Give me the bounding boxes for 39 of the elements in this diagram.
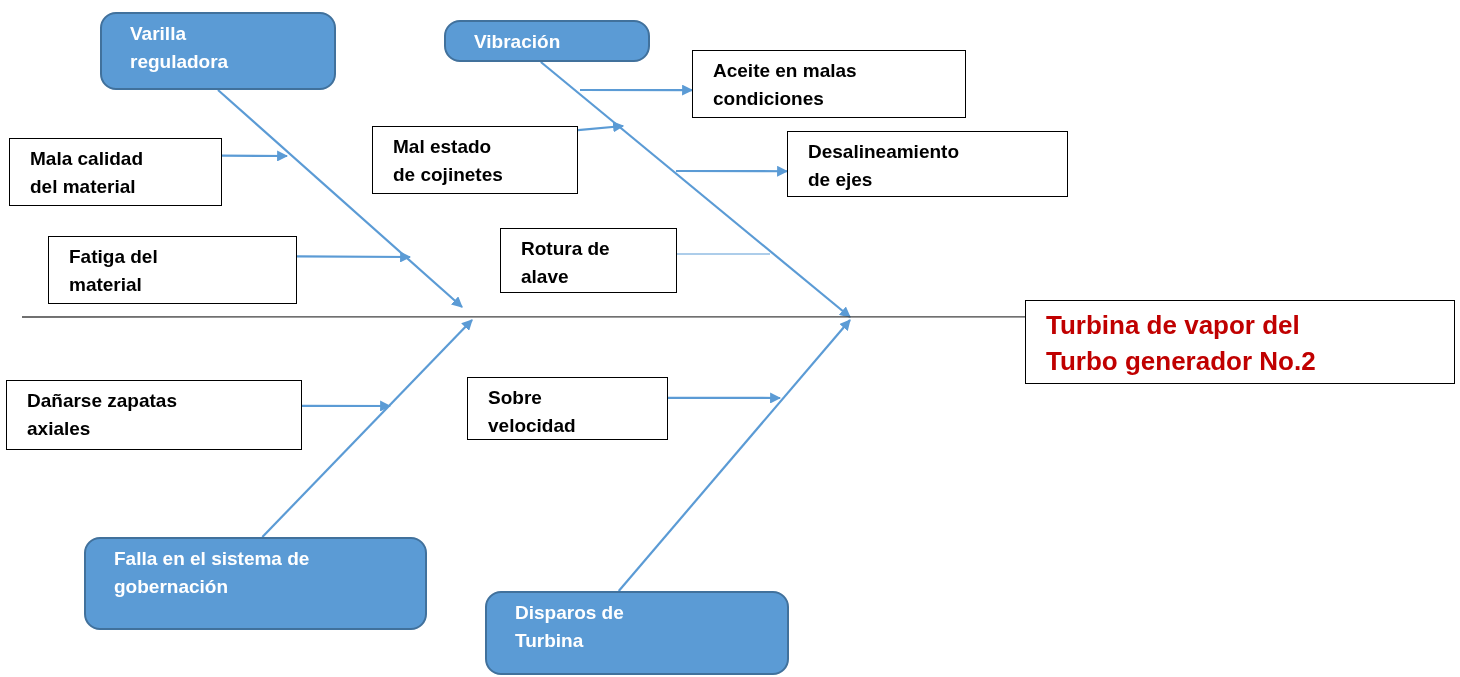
sub-cause-box (372, 126, 578, 194)
arrow (540, 61, 851, 318)
cause-box (485, 591, 789, 675)
sub-cause-box (467, 377, 668, 440)
box-label: Sobre velocidad (488, 386, 577, 438)
box-label: Disparos de Turbina (515, 601, 625, 653)
box-label: Dañarse zapatas axiales (27, 389, 178, 441)
connector-line (21, 316, 1026, 318)
sub-cause-box (787, 131, 1068, 197)
cause-box (100, 12, 336, 90)
box-label: Aceite en malas condiciones (713, 59, 858, 111)
box-label: Vibración (474, 30, 562, 54)
connector-line (676, 253, 771, 255)
arrow (217, 89, 463, 308)
arrow (577, 121, 625, 133)
arrow (668, 392, 782, 404)
arrow (302, 400, 392, 412)
effect-box (1025, 300, 1455, 384)
box-label: Fatiga del material (69, 245, 159, 297)
sub-cause-box (9, 138, 222, 206)
sub-cause-box (500, 228, 677, 293)
box-label: Falla en el sistema de gobernación (114, 547, 311, 599)
cause-box (84, 537, 427, 630)
sub-cause-box (692, 50, 966, 118)
box-label: Mala calidad del material (30, 147, 144, 199)
box-label: Rotura de alave (521, 237, 611, 289)
sub-cause-box (48, 236, 297, 304)
sub-cause-box (6, 380, 302, 450)
arrow (617, 319, 851, 592)
arrow (222, 150, 289, 162)
box-label: Desalineamiento de ejes (808, 140, 960, 192)
box-label: Varilla reguladora (130, 22, 230, 74)
arrow (676, 165, 789, 177)
arrow (261, 319, 473, 538)
arrow (297, 251, 412, 263)
box-label: Mal estado de cojinetes (393, 135, 504, 187)
cause-box (444, 20, 650, 62)
arrow (580, 84, 694, 96)
box-label: Turbina de vapor del Turbo generador No.2 (1046, 309, 1317, 378)
